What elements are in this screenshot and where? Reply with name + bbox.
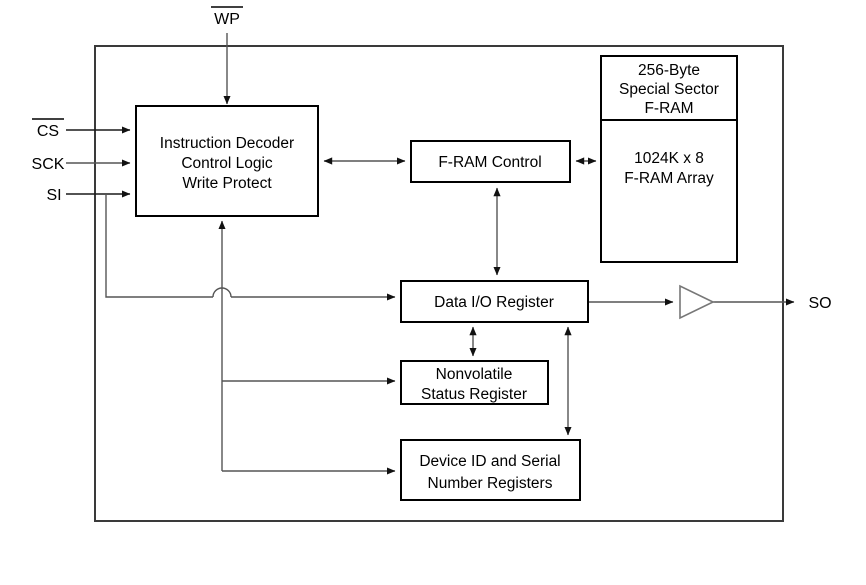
status-register-line-1: Nonvolatile [436,366,513,383]
device-id-line-1: Device ID and Serial [419,453,560,470]
special-sector-line-3: F-RAM [644,100,693,117]
instruction-decoder-line-2: Control Logic [181,155,273,172]
block-fram-control[interactable] [410,140,571,183]
pin-label-sck: SCK [32,156,65,173]
pin-label-so: SO [808,295,831,312]
device-id-line-2: Number Registers [428,475,553,492]
fram-array-line-2: F-RAM Array [624,170,714,187]
instruction-decoder-line-1: Instruction Decoder [160,135,294,152]
special-sector-line-1: 256-Byte [638,62,700,79]
block-special-sector-fram[interactable] [600,55,738,121]
status-register-line-2: Status Register [421,386,527,403]
special-sector-line-2: Special Sector [619,81,719,98]
data-io-register-label: Data I/O Register [434,294,554,311]
fram-control-label: F-RAM Control [438,154,541,171]
pin-label-wp: WP [214,11,240,28]
fram-array-line-1: 1024K x 8 [634,150,704,167]
pin-label-cs: CS [37,123,59,140]
block-device-id-registers[interactable] [400,439,581,501]
block-data-io-register[interactable] [400,280,589,323]
pin-label-si: SI [46,187,61,204]
instruction-decoder-line-3: Write Protect [182,175,272,192]
chip-boundary [94,45,784,522]
block-fram-array[interactable] [600,119,738,263]
block-status-register[interactable] [400,360,549,405]
block-instruction-decoder[interactable] [135,105,319,217]
wire-si-branch-to-data-io [105,194,395,297]
triangle-buffer-icon [679,284,715,320]
